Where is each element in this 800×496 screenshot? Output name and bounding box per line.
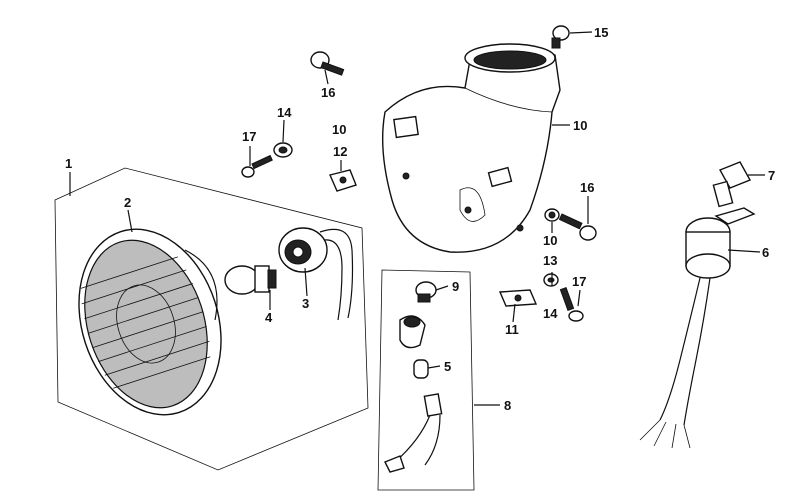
label-2: 2: [124, 195, 131, 210]
washer-14-right: [543, 273, 559, 287]
bulb-socket: [278, 227, 354, 321]
wire-harness-8: [384, 393, 443, 473]
screw-17-right: [559, 286, 584, 322]
bulb-5: [413, 359, 429, 379]
label-17-upper: 17: [242, 129, 256, 144]
nut-12: [329, 169, 357, 192]
washer-14-upper: [273, 142, 293, 158]
label-9: 9: [452, 279, 459, 294]
label-17-right: 17: [572, 274, 586, 289]
label-10-case: 10: [573, 118, 587, 133]
headlight-assembly-box: [54, 167, 369, 471]
label-13: 13: [543, 253, 557, 268]
label-16-right: 16: [580, 180, 594, 195]
label-10-right: 10: [543, 233, 557, 248]
bolt-16-upper: [310, 51, 345, 76]
label-8: 8: [504, 398, 511, 413]
label-5: 5: [444, 359, 451, 374]
socket-assembly: [399, 315, 426, 349]
screw-17-upper: [241, 154, 273, 178]
label-14-upper: 14: [277, 105, 292, 120]
label-10-left: 10: [332, 122, 346, 137]
ignition-key: [712, 161, 751, 208]
label-14-right: 14: [543, 306, 558, 321]
label-3: 3: [302, 296, 309, 311]
headlight-bulb: [224, 265, 277, 295]
ignition-switch: [639, 207, 756, 449]
label-11: 11: [505, 322, 519, 337]
socket-assembly-box: [377, 269, 475, 491]
bulb-9: [415, 281, 437, 303]
bracket-11: [498, 289, 538, 307]
bolt-15: [551, 25, 570, 49]
bolt-16-right: [558, 213, 597, 241]
label-6: 6: [762, 245, 769, 260]
headlight-case: [381, 43, 561, 253]
label-15: 15: [594, 25, 608, 40]
leader-lines: [69, 31, 765, 406]
label-12: 12: [333, 144, 347, 159]
nut-10-right: [544, 208, 560, 222]
headlight-unit: [78, 228, 222, 416]
label-4: 4: [265, 310, 273, 325]
label-1: 1: [65, 156, 72, 171]
label-16-upper: 16: [321, 85, 335, 100]
part-labels: 1 2 3 4 5 6 7 8 9 10 10 10 11 12 13 14 1…: [65, 25, 775, 413]
label-7: 7: [768, 168, 775, 183]
